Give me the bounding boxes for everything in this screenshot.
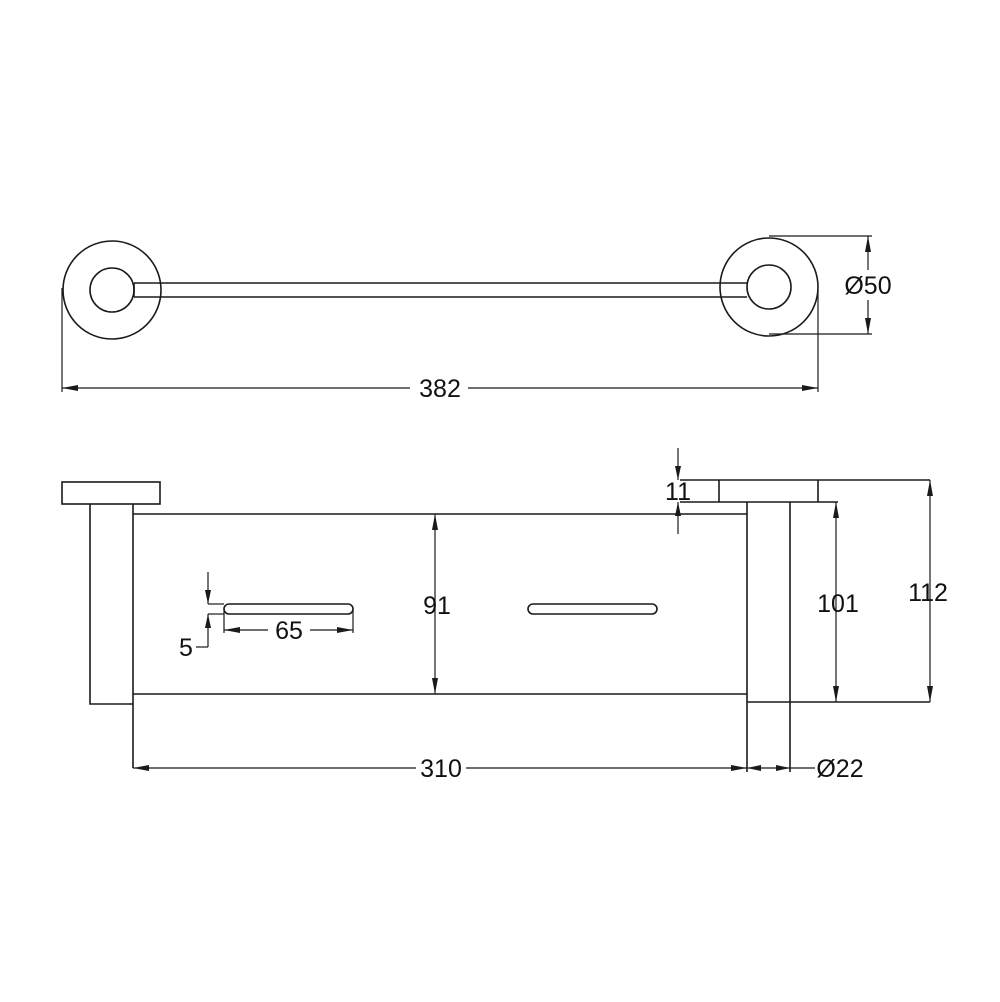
- dimension-label-101: 101: [817, 590, 859, 618]
- arrow-up-icon: [675, 502, 681, 516]
- arrow-up-icon: [865, 236, 871, 252]
- slot-left: [223, 603, 354, 615]
- right-rosette-inner: [746, 264, 792, 310]
- dimension-101: 101: [817, 502, 859, 702]
- top-view: 382 Ø50: [61, 235, 892, 403]
- shelf-panel: [133, 513, 747, 695]
- dimension-5: 5: [179, 572, 224, 662]
- arrow-up-icon: [432, 514, 438, 530]
- dimension-65: 65: [223, 609, 354, 645]
- arrow-down-icon: [432, 678, 438, 694]
- arrow-down-icon: [675, 466, 681, 480]
- arrow-left-icon: [224, 627, 240, 633]
- right-bracket: [680, 479, 930, 772]
- dimension-label-5: 5: [179, 634, 193, 662]
- left-rosette-inner: [89, 267, 135, 313]
- left-bracket: [61, 481, 161, 768]
- dimension-382: 382: [61, 288, 819, 403]
- dimension-label-382: 382: [419, 375, 461, 403]
- right-rosette: [719, 237, 819, 337]
- rod: [133, 282, 747, 298]
- arrow-up-icon: [205, 614, 211, 628]
- dimension-91: 91: [423, 514, 451, 694]
- dimension-label-11: 11: [665, 478, 691, 506]
- arrow-down-icon: [927, 686, 933, 702]
- dimension-diameter-22: Ø22: [747, 755, 864, 783]
- left-rosette: [62, 240, 162, 340]
- arrow-up-icon: [833, 502, 839, 518]
- arrow-right-icon: [731, 765, 747, 771]
- dimension-diameter-50: Ø50: [769, 235, 892, 335]
- dimension-label-310: 310: [420, 755, 462, 783]
- arrow-left-icon: [62, 385, 78, 391]
- left-rosette-outer: [62, 240, 162, 340]
- dimension-310: 310: [133, 755, 747, 783]
- dimension-label-diameter-50: Ø50: [844, 272, 891, 300]
- arrow-down-icon: [865, 318, 871, 334]
- arrow-down-icon: [205, 590, 211, 604]
- slot-right: [527, 603, 658, 615]
- left-flange: [61, 481, 161, 505]
- dimension-label-112: 112: [908, 579, 948, 607]
- dimension-label-91: 91: [423, 592, 451, 620]
- arrow-right-icon: [802, 385, 818, 391]
- arrow-up-icon: [927, 480, 933, 496]
- dimension-112: 112: [908, 480, 948, 702]
- right-rosette-outer: [719, 237, 819, 337]
- left-post: [89, 504, 133, 705]
- dimension-11: 11: [665, 448, 691, 534]
- arrow-right-icon: [747, 765, 761, 771]
- arrow-right-icon: [337, 627, 353, 633]
- side-view: 5 65 91 11: [61, 448, 948, 783]
- arrow-right-icon: [776, 765, 790, 771]
- dimension-label-65: 65: [275, 617, 303, 645]
- dimension-label-diameter-22: Ø22: [816, 755, 863, 783]
- arrow-down-icon: [833, 686, 839, 702]
- arrow-left-icon: [133, 765, 149, 771]
